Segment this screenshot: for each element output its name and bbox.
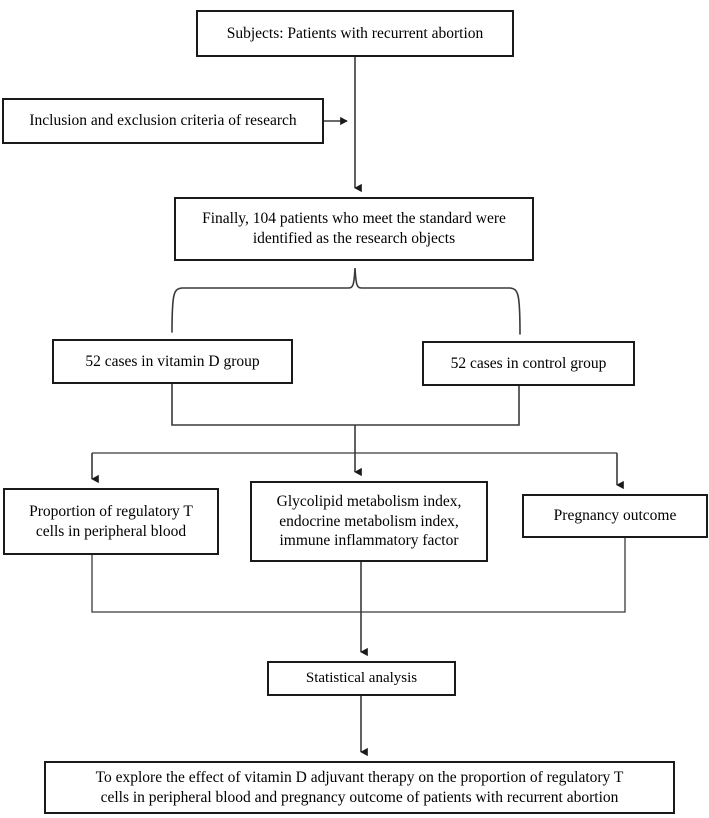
node-metabolism-indices-label: Glycolipid metabolism index, endocrine m… bbox=[276, 492, 462, 550]
node-control-group-label: 52 cases in control group bbox=[450, 354, 607, 372]
node-statistical-analysis[interactable]: Statistical analysis bbox=[267, 661, 456, 696]
node-vitamin-d-group-label: 52 cases in vitamin D group bbox=[85, 352, 260, 370]
node-final-label: Finally, 104 patients who meet the stand… bbox=[202, 210, 506, 247]
edge-brace-split bbox=[171, 267, 521, 335]
node-metabolism-indices[interactable]: Glycolipid metabolism index, endocrine m… bbox=[250, 481, 488, 562]
edge-outcomes-to-mergebar2 bbox=[91, 538, 626, 613]
node-subjects[interactable]: Subjects: Patients with recurrent aborti… bbox=[196, 10, 514, 57]
edge-vitd-to-mergebar1 bbox=[171, 384, 520, 426]
node-criteria-label: Inclusion and exclusion criteria of rese… bbox=[29, 112, 297, 130]
node-inclusion-exclusion-criteria[interactable]: Inclusion and exclusion criteria of rese… bbox=[2, 98, 324, 144]
node-treg-proportion[interactable]: Proportion of regulatory T cells in peri… bbox=[3, 488, 219, 555]
node-subjects-label: Subjects: Patients with recurrent aborti… bbox=[226, 24, 484, 42]
node-control-group[interactable]: 52 cases in control group bbox=[422, 341, 635, 386]
node-conclusion-label: To explore the effect of vitamin D adjuv… bbox=[95, 768, 624, 806]
node-final-enrolled-patients[interactable]: Finally, 104 patients who meet the stand… bbox=[174, 197, 534, 261]
node-pregnancy-outcome[interactable]: Pregnancy outcome bbox=[522, 494, 708, 538]
node-vitamin-d-group[interactable]: 52 cases in vitamin D group bbox=[52, 339, 293, 384]
node-pregnancy-outcome-label: Pregnancy outcome bbox=[553, 507, 677, 525]
node-conclusion[interactable]: To explore the effect of vitamin D adjuv… bbox=[44, 761, 675, 814]
node-treg-proportion-label: Proportion of regulatory T cells in peri… bbox=[29, 502, 193, 540]
node-statistical-analysis-label: Statistical analysis bbox=[305, 669, 418, 686]
